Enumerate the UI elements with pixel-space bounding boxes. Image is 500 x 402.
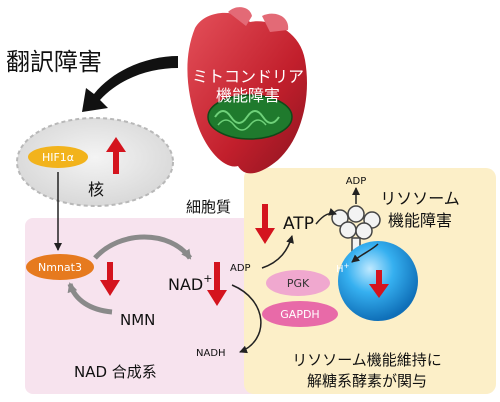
mito-dysfunction-line2: 機能障害 <box>216 86 280 105</box>
gapdh-label: GAPDH <box>280 308 319 321</box>
nmn-label: NMN <box>120 311 155 329</box>
nad-to-nadh-arrow <box>231 284 262 354</box>
hif-pill <box>28 146 88 168</box>
pgk-pill <box>266 270 330 296</box>
cytoplasm-label: 細胞質 <box>186 198 231 216</box>
lysosome-note-line2: 解糖系酵素が関与 <box>307 372 427 390</box>
curved-arrow-black <box>82 56 178 112</box>
hif-label: HIF1α <box>42 151 74 164</box>
nmnat-label: Nmnat3 <box>38 261 82 274</box>
cycle-arrow-to-nad <box>93 234 193 260</box>
down-arrow-icon-lysosome <box>369 270 389 298</box>
up-arrow-icon <box>106 137 126 174</box>
adp-left-label: ADP <box>230 263 251 274</box>
nad-sup: + <box>203 272 212 285</box>
atp-into-pump-arrow <box>315 207 337 225</box>
nad-text: NAD <box>168 275 203 294</box>
proton-sup: + <box>344 262 350 270</box>
mito-dysfunction-line1: ミトコンドリア <box>192 67 304 86</box>
lysosome-dysfunction-line1: リソソーム <box>380 189 460 208</box>
lysosome-dysfunction-line2: 機能障害 <box>388 211 452 230</box>
down-arrow-icon-atp <box>255 204 275 244</box>
proton-arrow <box>351 243 379 263</box>
heart-icon <box>187 7 307 174</box>
nad-synthesis-label: NAD 合成系 <box>74 363 157 381</box>
pgk-label: PGK <box>287 277 310 290</box>
gapdh-pill <box>262 301 338 327</box>
nmnat-pill <box>26 254 94 280</box>
down-arrow-icon-nad <box>207 262 227 306</box>
proton-text: H <box>336 264 344 275</box>
proton-label: H+ <box>336 262 350 275</box>
atp-label: ATP <box>283 214 314 234</box>
translation-disorder-label: 翻訳障害 <box>6 48 102 76</box>
nadh-label: NADH <box>196 348 226 359</box>
adp-to-atp-arrow <box>261 235 294 269</box>
lysosome-note-line1: リソソーム機能維持に <box>292 351 442 369</box>
atpase-pump-icon <box>331 205 381 255</box>
nucleus <box>16 117 174 207</box>
adp-top-label: ADP <box>346 176 367 187</box>
nucleus-label: 核 <box>88 180 104 199</box>
down-arrow-icon-nmnat <box>100 262 120 296</box>
cycle-arrow-from-nmn <box>67 282 113 315</box>
nad-plus-label: NAD+ <box>168 272 212 294</box>
